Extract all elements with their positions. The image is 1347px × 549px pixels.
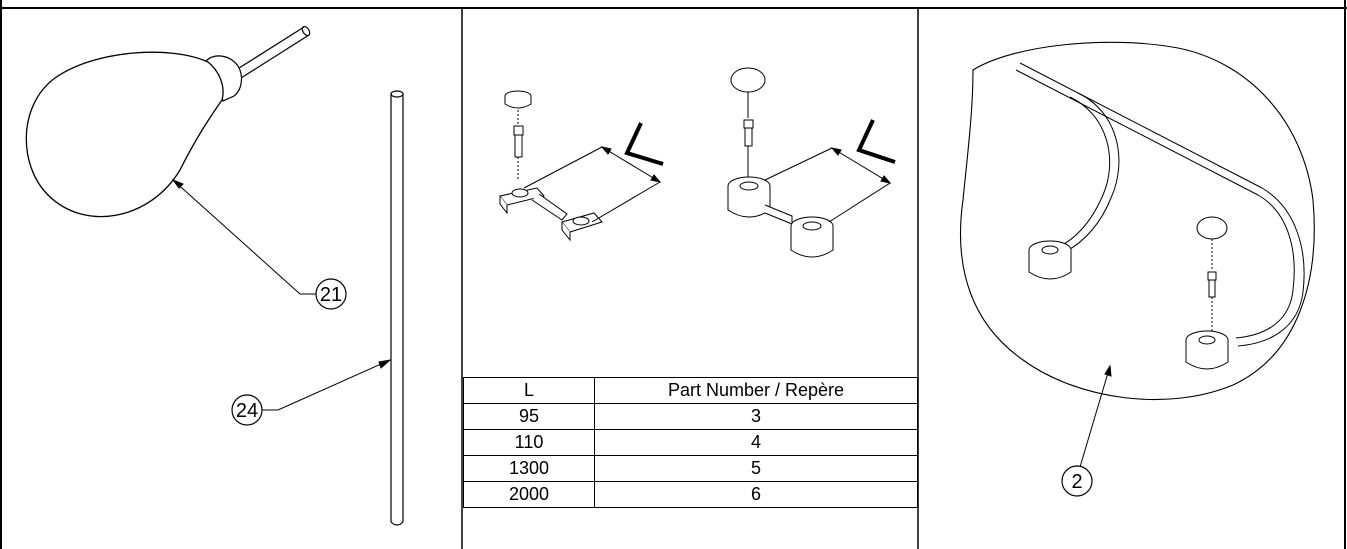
size-drawings (499, 67, 896, 258)
table-cell-l: 110 (463, 429, 595, 456)
bulb-nozzle (235, 25, 311, 79)
bulb-rod-drawing: 21 24 (25, 25, 404, 526)
table-header-part-number: Part Number / Repère (594, 377, 918, 404)
glass-rod (390, 90, 404, 526)
callout-21-label: 21 (320, 284, 342, 306)
table-cell-l: 1300 (463, 455, 595, 482)
large-cap-assembly (727, 67, 834, 258)
callout-2: 2 (1061, 465, 1093, 497)
table-cell-part: 3 (594, 403, 918, 430)
callout-24: 24 (231, 394, 263, 426)
table-row: 1300 5 (463, 455, 918, 482)
small-cap-assembly (499, 90, 603, 242)
dimension-small (523, 122, 664, 223)
leader-24 (262, 359, 392, 411)
table-cell-l: 2000 (463, 481, 595, 508)
panel-bulb-and-rod: 21 24 (0, 0, 462, 549)
table-row: 110 4 (463, 429, 918, 456)
parts-table: L Part Number / Repère 95 3 110 4 1300 5… (463, 377, 918, 508)
kit-drawing: 2 (960, 41, 1315, 497)
panel-kit: 2 (918, 0, 1347, 549)
table-row: 2000 6 (463, 481, 918, 508)
table-header-row: L Part Number / Repère (463, 377, 918, 404)
kit-left-cup (1028, 240, 1072, 280)
kit-tubing (1015, 62, 1305, 347)
callout-21: 21 (315, 278, 347, 310)
table-header-l: L (463, 377, 595, 404)
table-cell-l: 95 (463, 403, 595, 430)
callout-2-label: 2 (1071, 471, 1082, 493)
table-cell-part: 5 (594, 455, 918, 482)
panel-sizes: L Part Number / Repère 95 3 110 4 1300 5… (462, 0, 918, 549)
callout-24-label: 24 (236, 400, 258, 422)
leader-2 (1079, 364, 1112, 468)
table-row: 95 3 (463, 403, 918, 430)
kit-outline (960, 41, 1315, 401)
dimension-large (764, 119, 896, 223)
table-cell-part: 6 (594, 481, 918, 508)
rubber-bulb (25, 51, 224, 218)
kit-right-cup (1185, 330, 1229, 370)
kit-cap-screw (1196, 216, 1228, 332)
leader-21 (171, 178, 316, 295)
table-cell-part: 4 (594, 429, 918, 456)
